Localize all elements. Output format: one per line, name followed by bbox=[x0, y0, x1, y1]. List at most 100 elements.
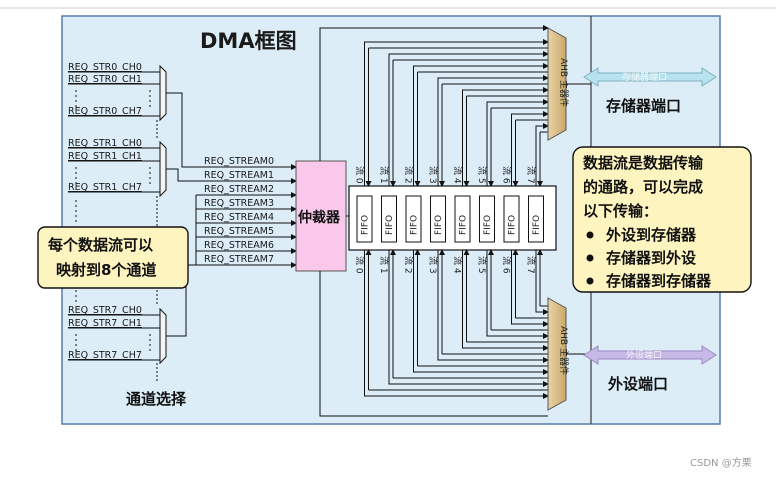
flow-label: 流 0 bbox=[354, 166, 366, 184]
memory-route-line bbox=[437, 75, 549, 186]
peripheral-route-line bbox=[437, 250, 549, 363]
peripheral-port-arrow bbox=[583, 345, 717, 365]
stream-label: REQ_STREAM0 bbox=[204, 156, 274, 167]
req-label: REQ_STR7_CH0 bbox=[68, 305, 142, 316]
fifo-label: FIFO bbox=[410, 215, 420, 235]
fifo-label: FIFO bbox=[385, 215, 395, 235]
req-label: REQ_STR1_CH1 bbox=[68, 151, 142, 162]
req-label: REQ_STR7_CH7 bbox=[68, 350, 142, 361]
ahb-label: AHB 主器件 bbox=[558, 58, 570, 107]
flow-label: 流 3 bbox=[427, 166, 439, 184]
memory-route-line bbox=[486, 99, 549, 186]
channel-mux bbox=[159, 64, 167, 122]
fifo-cell bbox=[405, 195, 422, 243]
fifo-label: FIFO bbox=[483, 215, 493, 235]
fifo-cell bbox=[479, 195, 495, 243]
peripheral-route-line bbox=[535, 250, 549, 315]
diagram-title: DMA框图 bbox=[200, 29, 297, 53]
credit-watermark: CSDN @方栗 bbox=[690, 456, 752, 469]
peripheral-route-line bbox=[413, 250, 549, 375]
flow-label: 流 6 bbox=[501, 256, 513, 274]
fifo-cell bbox=[454, 195, 471, 243]
ahb-master-memory bbox=[547, 27, 567, 141]
req-label: REQ_STR7_CH1 bbox=[68, 318, 142, 329]
fifo-label: FIFO bbox=[508, 215, 518, 235]
fifo-label: FIFO bbox=[361, 215, 371, 235]
stream-label: REQ_STREAM2 bbox=[204, 184, 274, 195]
req-label: REQ_STR1_CH7 bbox=[68, 182, 142, 193]
flow-label: 流 7 bbox=[525, 256, 537, 274]
stream-label: REQ_STREAM1 bbox=[204, 170, 274, 181]
flow-label: 流 7 bbox=[525, 166, 537, 184]
flow-label: 流 0 bbox=[354, 256, 366, 274]
channel-select-label: 通道选择 bbox=[126, 390, 187, 408]
req-group-0: REQ_STR0_CH0 REQ_STR0_CH1 REQ_STR0_CH7 bbox=[68, 62, 167, 122]
flow-label: 流 2 bbox=[403, 256, 415, 274]
memory-route-line bbox=[388, 51, 549, 186]
channel-mux bbox=[159, 307, 167, 365]
fifo-cell bbox=[503, 195, 520, 243]
req-label: REQ_STR1_CH0 bbox=[68, 138, 142, 149]
req-label: REQ_STR0_CH1 bbox=[68, 74, 142, 85]
memory-route-line bbox=[413, 63, 549, 186]
memory-route-line bbox=[511, 111, 549, 186]
fifo-array bbox=[348, 185, 557, 251]
ahb-label: AHB 主器件 bbox=[558, 326, 570, 375]
right-note-box bbox=[572, 146, 752, 293]
memory-port-arrow bbox=[583, 67, 717, 87]
req-label: REQ_STR0_CH0 bbox=[68, 62, 142, 73]
fifo-cell bbox=[528, 195, 544, 243]
flow-label: 流 3 bbox=[427, 256, 439, 274]
left-note-line: 每个数据流可以 bbox=[48, 236, 153, 254]
memory-port-inner-label: 存储器端口 bbox=[622, 71, 667, 83]
bullet-dot bbox=[586, 277, 594, 285]
left-note-box bbox=[37, 226, 189, 289]
flow-label: 流 1 bbox=[378, 256, 390, 274]
stream-label: REQ_STREAM7 bbox=[204, 254, 274, 265]
peripheral-route-line bbox=[511, 250, 549, 327]
memory-route-line bbox=[364, 39, 549, 186]
flow-label: 流 6 bbox=[501, 166, 513, 184]
stream-label: REQ_STREAM5 bbox=[204, 226, 274, 237]
memory-route-line bbox=[462, 87, 549, 186]
flow-label: 流 4 bbox=[452, 256, 464, 274]
req-group-7: REQ_STR7_CH0 REQ_STR7_CH1 REQ_STR7_CH7 bbox=[68, 305, 167, 365]
right-note-bullet: 外设到存储器 bbox=[605, 226, 697, 244]
memory-port-label: 存储器端口 bbox=[606, 97, 681, 115]
flow-label: 流 4 bbox=[452, 166, 464, 184]
bullet-dot bbox=[586, 254, 594, 262]
stream-label: REQ_STREAM6 bbox=[204, 240, 274, 251]
peripheral-route-line bbox=[364, 250, 549, 399]
left-note-line: 映射到8个通道 bbox=[56, 261, 156, 279]
peripheral-route-line bbox=[462, 250, 549, 351]
arbiter-label: 仲裁器 bbox=[298, 209, 341, 226]
peripheral-route-line bbox=[486, 250, 549, 339]
fifo-label: FIFO bbox=[434, 215, 444, 235]
req-group-1: REQ_STR1_CH0 REQ_STR1_CH1 REQ_STR1_CH7 bbox=[68, 138, 167, 198]
right-note-bullet: 存储器到存储器 bbox=[606, 272, 712, 290]
arbiter-block bbox=[295, 160, 347, 272]
fifo-cell bbox=[381, 195, 397, 243]
ahb-master-peripheral bbox=[547, 297, 567, 411]
stream-label: REQ_STREAM3 bbox=[204, 198, 274, 209]
channel-mux bbox=[159, 140, 167, 198]
bullet-dot bbox=[586, 231, 594, 239]
peripheral-port-inner-label: 外设端口 bbox=[626, 349, 662, 361]
right-note-line: 数据流是数据传输 bbox=[583, 154, 704, 172]
flow-label: 流 5 bbox=[476, 166, 488, 184]
right-note-bullet: 存储器到外设 bbox=[606, 249, 696, 267]
req-label: REQ_STR0_CH7 bbox=[68, 106, 142, 117]
fifo-label: FIFO bbox=[532, 215, 542, 235]
right-note-line: 的通路，可以完成 bbox=[583, 178, 703, 196]
fifo-cell bbox=[356, 195, 373, 243]
memory-route-line bbox=[535, 123, 549, 186]
fifo-cell bbox=[430, 195, 446, 243]
right-note-line: 以下传输： bbox=[583, 202, 658, 220]
stream-lines bbox=[195, 164, 297, 268]
peripheral-port-label: 外设端口 bbox=[607, 375, 668, 393]
flow-label: 流 1 bbox=[378, 166, 390, 184]
peripheral-route-line bbox=[388, 250, 549, 387]
